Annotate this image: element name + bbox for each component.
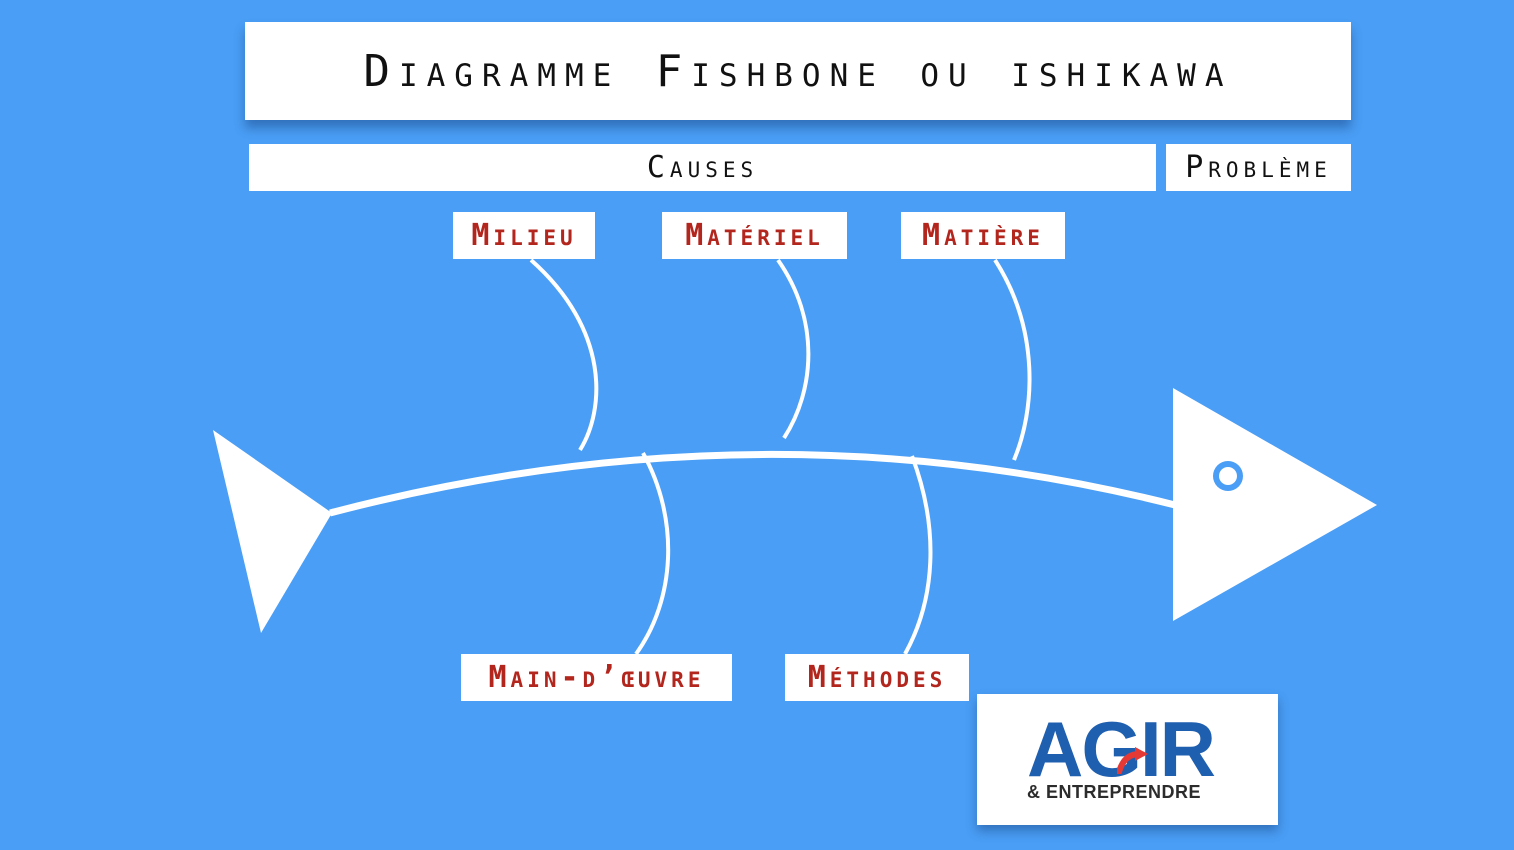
bone-methodes: [903, 455, 933, 655]
problem-header: Problème: [1166, 144, 1351, 191]
logo-tagline: & ENTREPRENDRE: [1027, 782, 1202, 802]
category-materiel: Matériel: [662, 212, 847, 259]
category-main-oeuvre: Main-d’œuvre: [461, 654, 732, 701]
logo-arrow-icon: [1117, 747, 1148, 774]
fish-spine: [329, 450, 1176, 517]
category-matiere: Matière: [901, 212, 1065, 259]
fish-head: [1173, 388, 1377, 621]
bone-main-oeuvre: [634, 452, 671, 656]
bone-matiere: [993, 258, 1032, 461]
title-banner: Diagramme Fishbone ou ishikawa: [245, 22, 1351, 120]
logo-wordmark: AGIR: [1027, 705, 1216, 793]
logo: AGIR & ENTREPRENDRE: [977, 694, 1278, 825]
bone-materiel: [776, 258, 811, 440]
causes-header: Causes: [249, 144, 1156, 191]
bone-milieu: [529, 258, 599, 452]
diagram-title: Diagramme Fishbone ou ishikawa: [363, 45, 1233, 97]
fish-tail: [213, 430, 332, 633]
category-milieu: Milieu: [453, 212, 595, 259]
category-methodes: Méthodes: [785, 654, 969, 701]
